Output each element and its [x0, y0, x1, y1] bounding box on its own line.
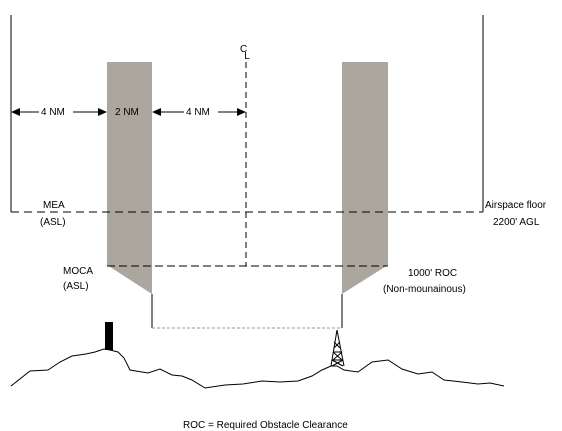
- distance-label-left-inner: 4 NM: [186, 107, 210, 118]
- roc-label: 1000' ROC: [408, 268, 457, 279]
- roc-box: [151, 294, 343, 329]
- moca-sublabel: (ASL): [63, 281, 89, 292]
- distance-label-buffer: 2 NM: [115, 107, 139, 118]
- obstacle-icon: [105, 322, 113, 350]
- right-buffer-area: [342, 62, 388, 294]
- radio-tower-icon: [330, 329, 345, 367]
- mea-sublabel: (ASL): [40, 217, 66, 228]
- terrain-profile: [10, 348, 505, 389]
- mea-label: MEA: [43, 200, 65, 211]
- footnote: ROC = Required Obstacle Clearance: [183, 420, 348, 431]
- left-buffer-area: [107, 62, 152, 294]
- airspace-floor-label: Airspace floor: [485, 200, 547, 211]
- airspace-floor-sublabel: 2200' AGL: [493, 217, 540, 228]
- distance-label-left-outer: 4 NM: [41, 107, 65, 118]
- roc-sublabel: (Non-mounainous): [383, 284, 466, 295]
- moca-label: MOCA: [63, 266, 93, 277]
